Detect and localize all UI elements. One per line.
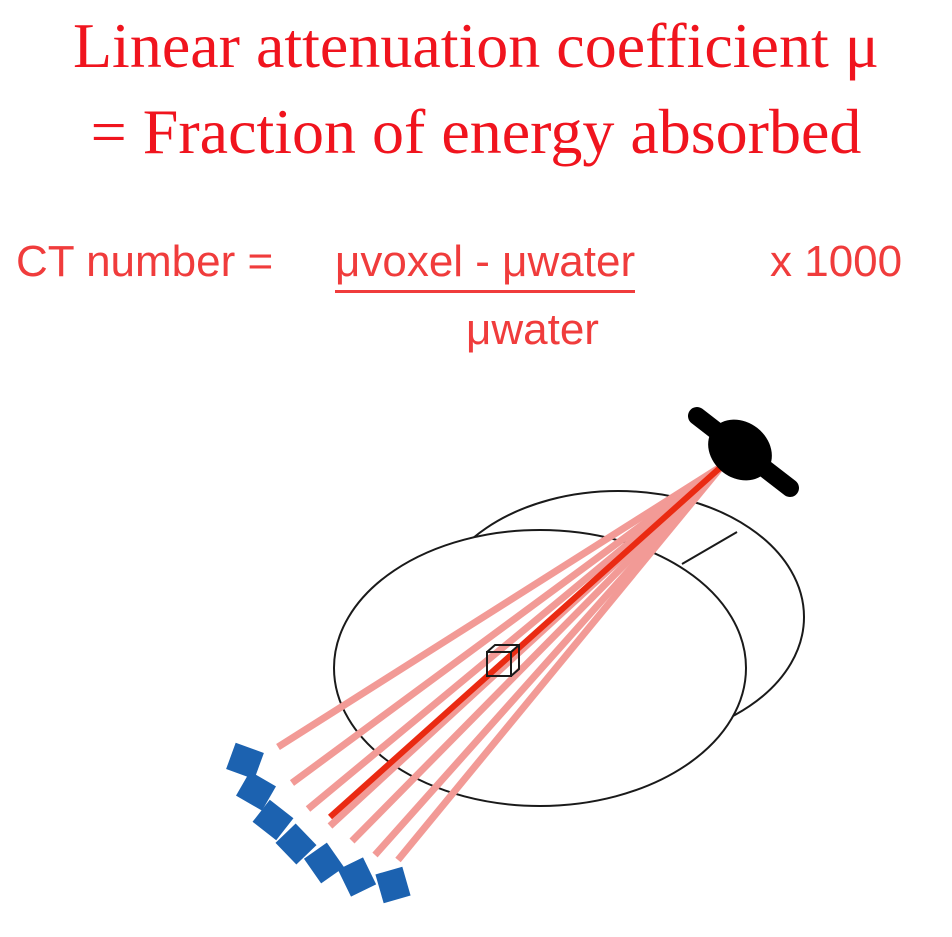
central-beam-ray: [327, 463, 725, 820]
detector-array-icon: [226, 742, 411, 904]
detector-element: [303, 842, 345, 884]
formula-lhs: CT number =: [16, 237, 274, 286]
voxel-cube-icon: [486, 644, 520, 677]
beam-ray: [289, 463, 725, 786]
detector-element: [226, 742, 264, 780]
cylinder-axis-line: [681, 531, 738, 565]
formula-denominator: μwater: [466, 305, 599, 354]
detector-element: [275, 823, 317, 865]
beam-ray: [276, 463, 724, 750]
formula-numerator: μvoxel - μwater: [335, 240, 636, 293]
detector-element: [252, 799, 294, 841]
beam-ray: [349, 463, 725, 844]
beam-ray: [395, 463, 725, 863]
formula-multiplier: x 1000: [770, 237, 903, 286]
title-line-2: = Fraction of energy absorbed: [90, 96, 862, 167]
beam-ray: [305, 463, 725, 812]
detector-element: [337, 857, 377, 897]
detector-element: [375, 866, 411, 904]
tube-body: [708, 419, 772, 481]
x-ray-beams: [276, 463, 725, 863]
title-line-1: Linear attenuation coefficient μ: [72, 10, 880, 81]
voxel-edge: [510, 644, 520, 653]
detector-element: [236, 771, 276, 811]
voxel-front-face: [486, 651, 512, 677]
x-ray-tube-icon: [688, 407, 799, 497]
ct-scan-diagram: [226, 407, 805, 904]
